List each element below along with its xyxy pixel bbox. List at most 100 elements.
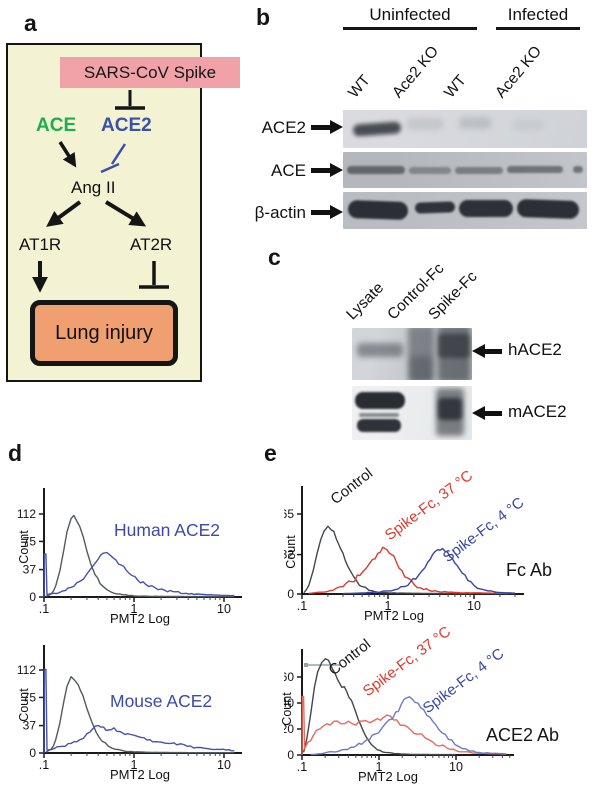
y-tick-label: 20 [284, 722, 294, 736]
histogram-curve-spike-fc-37c [308, 546, 509, 595]
blot-band [352, 121, 402, 137]
antibody-label: ACE2 Ab [486, 725, 560, 745]
blot-band [347, 199, 409, 221]
western-blot-mace2 [352, 386, 472, 440]
blot-band [573, 166, 583, 173]
blot-band [516, 198, 580, 220]
lane-label-wt-1: WT [345, 71, 374, 102]
blot-band [408, 328, 434, 380]
blot-band [357, 419, 401, 432]
blot-band [455, 167, 503, 174]
arrow-right-icon [311, 120, 343, 134]
y-tick-label: 75 [23, 534, 37, 548]
y-tick-label: 0 [287, 748, 294, 762]
y-tick-label: 60 [284, 670, 294, 684]
x-tick-label: .1 [39, 758, 49, 772]
blot-band [407, 118, 443, 130]
y-axis-label: Count [17, 530, 31, 564]
arrow-right-icon [311, 205, 343, 219]
sars-cov-spike-box: SARS-CoV Spike [60, 57, 240, 88]
y-tick-label: 112 [17, 507, 36, 521]
x-tick-label: 1 [385, 599, 392, 613]
x-tick-label: 1 [376, 760, 383, 774]
western-blot-ace [343, 152, 587, 188]
panel-e-label: e [264, 440, 277, 466]
node-ace2: ACE2 [101, 115, 152, 136]
lung-injury-box: Lung injury [30, 300, 178, 366]
y-tick-label: 0 [29, 746, 36, 760]
y-tick-label: 0 [287, 587, 294, 601]
y-tick-label: 32 [284, 548, 294, 562]
series-annotation: Human ACE2 [114, 520, 221, 540]
blot-band [409, 167, 451, 174]
x-tick-label: 10 [217, 758, 231, 772]
panel-b-label: b [256, 4, 271, 30]
node-ace: ACE [36, 115, 77, 136]
y-axis-label: Count [284, 535, 298, 569]
group-header-uninfected: Uninfected [369, 5, 451, 24]
blot-band [513, 120, 543, 130]
arrow-left-icon [472, 406, 502, 420]
x-axis-label: PMT2 Log [364, 608, 424, 623]
node-at1r: AT1R [19, 235, 62, 254]
flow-plot-svg: 0 20 40 60 .1 1 10 [284, 649, 514, 774]
lane-label-ace2ko-1: Ace2 KO [389, 42, 443, 102]
x-tick-label: .1 [297, 760, 307, 774]
row-label-hace2: hACE2 [508, 340, 562, 359]
x-tick-label: .1 [297, 599, 307, 613]
histogram-curve-mouse-ace2 [43, 668, 235, 754]
western-blot-beta-actin [343, 192, 587, 229]
infected-underline [496, 27, 580, 30]
western-blot-hace2 [352, 328, 472, 380]
lung-injury-label: Lung injury [55, 321, 153, 344]
y-tick-label: 40 [284, 696, 294, 710]
blot-band [355, 392, 405, 409]
histogram-curve-control [45, 676, 235, 754]
x-tick-label: 10 [449, 760, 463, 774]
y-tick-label: 65 [284, 507, 294, 521]
row-label-ace2: ACE2 [261, 118, 306, 137]
blot-band [438, 398, 462, 420]
blot-band [459, 200, 513, 217]
flow-plot-svg: 0 32 65 .1 1 10 [284, 486, 524, 613]
x-tick-label: 1 [131, 602, 138, 616]
y-tick-label: 112 [17, 663, 36, 677]
histogram-curve-human-ace2 [43, 551, 235, 598]
row-label-ace: ACE [271, 161, 306, 180]
lane-label-wt-2: WT [441, 71, 470, 102]
x-tick-label: 10 [467, 599, 481, 613]
panel-a-label: a [24, 10, 37, 36]
x-tick-label: 10 [217, 602, 231, 616]
histogram-curve-control [45, 514, 235, 598]
y-axis-label: Count [280, 692, 294, 726]
x-tick-label: 1 [131, 758, 138, 772]
y-tick-label: 0 [29, 590, 36, 604]
blot-band [347, 166, 405, 174]
arrow-left-icon [472, 344, 502, 358]
y-axis-label: Count [17, 688, 31, 722]
panel-c-label: c [268, 244, 281, 270]
lane-label-lysate: Lysate [343, 279, 388, 324]
blot-band [359, 413, 399, 417]
pathway-connectors [32, 90, 169, 293]
group-header-infected: Infected [507, 5, 569, 24]
pathway-panel: SARS-CoV Spike ACE ACE2 Ang II AT1R AT2R… [6, 43, 240, 382]
row-label-mace2: mACE2 [508, 402, 567, 421]
histogram-curve-spike-fc-4c [310, 696, 507, 756]
node-ang-ii: Ang II [71, 178, 116, 197]
western-blot-ace2 [343, 110, 587, 148]
row-label-beta-actin: β-actin [254, 203, 306, 222]
blot-band [357, 343, 403, 357]
uninfected-underline [343, 27, 477, 30]
series-annotation: Mouse ACE2 [110, 691, 213, 711]
arrow-right-icon [311, 163, 343, 177]
blot-band [459, 117, 491, 129]
histogram-curve-control [302, 658, 456, 756]
